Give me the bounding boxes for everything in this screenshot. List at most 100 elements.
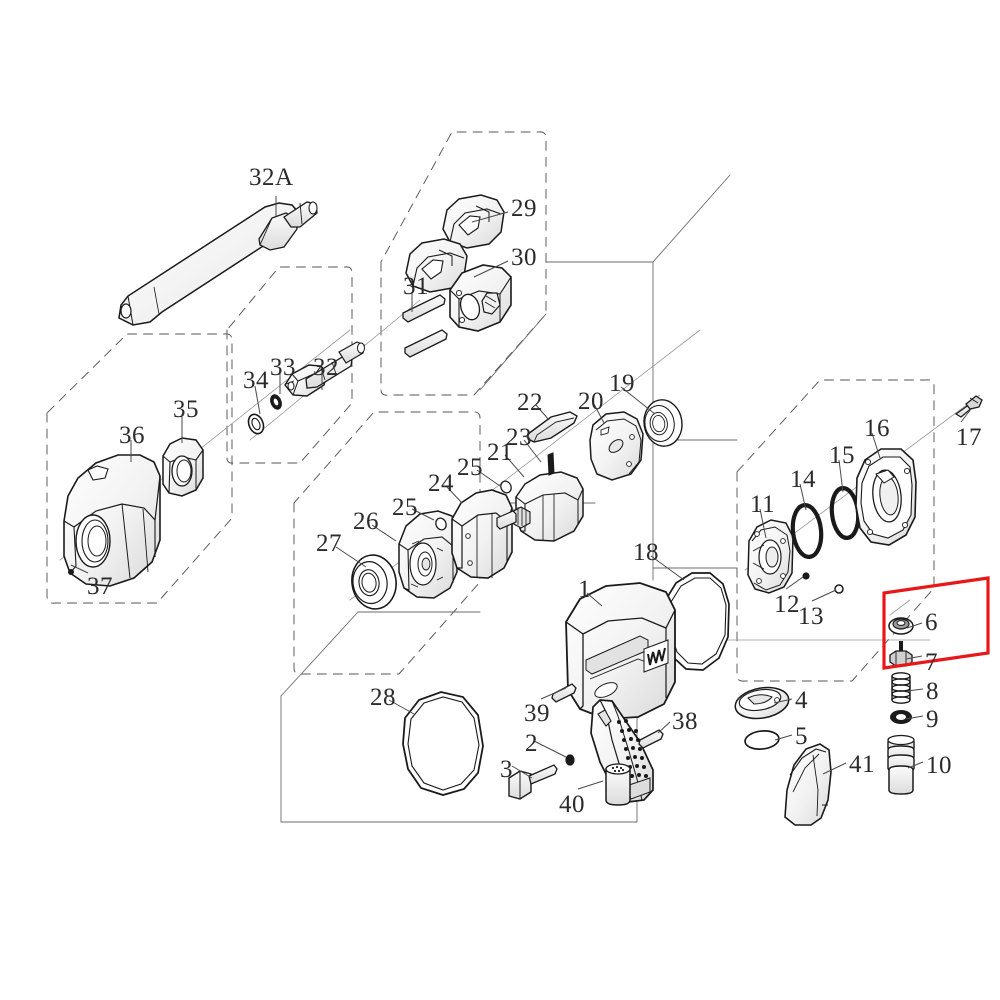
part-14-o-ring <box>790 503 824 559</box>
leader-line-24 <box>446 486 463 504</box>
part-21-rotor <box>496 471 584 542</box>
callout-label-39: 39 <box>524 700 550 727</box>
part-41-grip-cover <box>784 743 832 826</box>
part-31-hammer-pin-b <box>404 329 448 358</box>
callout-label-36: 36 <box>119 422 145 449</box>
callout-label-29: 29 <box>511 195 537 222</box>
part-12-ball <box>802 572 810 580</box>
callout-label-6: 6 <box>925 609 938 636</box>
leader-line-7 <box>905 655 923 660</box>
part-6-washer <box>888 617 914 635</box>
leader-line-6 <box>906 622 923 629</box>
leader-line-9 <box>905 715 924 720</box>
part-29-hammer-jaw-lower <box>405 238 468 293</box>
callout-label-2: 2 <box>525 730 538 757</box>
leader-line-37 <box>70 564 89 574</box>
leader-line-25b <box>476 469 501 487</box>
callout-label-11: 11 <box>750 491 776 518</box>
callout-label-5: 5 <box>795 723 808 750</box>
leader-line-18 <box>650 555 685 581</box>
leader-line-14 <box>799 483 807 511</box>
callout-label-27: 27 <box>316 530 342 557</box>
part-34-o-ring-small <box>247 413 265 435</box>
part-19-front-bearing <box>640 396 686 450</box>
part-25-dowel-pin-a <box>435 517 447 531</box>
part-30-hammer-frame <box>449 264 512 332</box>
leader-line-41 <box>822 762 847 775</box>
callout-label-38: 38 <box>672 708 698 735</box>
callout-label-16: 16 <box>864 415 890 442</box>
part-33-thrust-washer <box>270 394 282 410</box>
callout-label-28: 28 <box>370 684 396 711</box>
callout-label-31: 31 <box>403 273 429 300</box>
callout-label-32: 32 <box>313 354 339 381</box>
part-4-regulator-cover <box>734 686 790 720</box>
callout-label-33: 33 <box>270 354 296 381</box>
callout-label-8: 8 <box>926 678 939 705</box>
callout-label-21: 21 <box>487 439 513 466</box>
leader-line-15 <box>838 459 844 493</box>
group-boxes <box>46 131 935 682</box>
assembly-guide-lines <box>280 174 738 823</box>
part-8-valve-spring <box>891 672 911 704</box>
callout-label-9: 9 <box>926 706 939 733</box>
callout-label-23: 23 <box>506 424 532 451</box>
callout-label-17: 17 <box>956 424 982 451</box>
part-10-inlet-bushing <box>887 734 915 795</box>
part-27-rear-bearing <box>347 551 401 613</box>
part-28-housing-gasket <box>402 691 484 796</box>
part-24-cylinder <box>451 489 513 579</box>
callout-label-37: 37 <box>87 573 113 600</box>
leader-line-25a <box>411 508 435 521</box>
callout-label-18: 18 <box>633 539 659 566</box>
leader-line-30 <box>473 260 509 278</box>
leader-line-19 <box>620 386 656 415</box>
leader-line-11 <box>759 508 767 539</box>
callout-label-34: 34 <box>243 367 269 394</box>
callout-label-35: 35 <box>173 396 199 423</box>
part-22-rotor-blade <box>527 411 578 443</box>
part-7-valve-stem <box>889 641 913 667</box>
leader-line-23 <box>523 439 542 463</box>
callout-label-40: 40 <box>559 791 585 818</box>
callout-label-4: 4 <box>795 687 808 714</box>
part-40-muffler-element <box>605 763 631 806</box>
leader-line-17 <box>960 408 972 423</box>
leader-line-26 <box>371 524 397 542</box>
callout-label-24: 24 <box>428 470 454 497</box>
leader-line-2 <box>533 740 567 758</box>
callout-label-13: 13 <box>798 603 824 630</box>
callout-label-32A: 32A <box>249 164 294 191</box>
leader-line-10 <box>907 761 924 769</box>
part-32A-long-anvil-shaft <box>118 201 318 326</box>
leader-line-13 <box>811 589 837 602</box>
part-32-short-anvil <box>284 341 365 397</box>
leader-line-4 <box>773 698 793 704</box>
callout-label-25b: 25 <box>457 454 483 481</box>
callout-label-12: 12 <box>774 591 800 618</box>
part-38-roll-pin-lower <box>638 729 664 749</box>
leader-line-22 <box>535 404 550 421</box>
callout-label-1: 1 <box>578 576 591 603</box>
leader-line-12 <box>785 576 804 590</box>
part-39-roll-pin-upper <box>551 683 577 703</box>
callout-leader-lines <box>70 196 972 790</box>
part-2-detent-ball <box>565 754 575 766</box>
callout-label-3: 3 <box>500 756 513 783</box>
part-5-regulator-o-ring <box>744 730 780 750</box>
callout-label-41: 41 <box>849 751 875 778</box>
leader-line-1 <box>586 592 603 607</box>
part-17-cap-screw <box>954 395 983 418</box>
leader-line-29 <box>471 211 509 223</box>
leader-line-16 <box>871 432 881 459</box>
leader-line-5 <box>774 734 793 741</box>
leader-line-20 <box>593 403 605 424</box>
callout-label-7: 7 <box>925 649 938 676</box>
callout-label-30: 30 <box>511 244 537 271</box>
part-9-o-ring <box>890 710 912 724</box>
part-3-reverse-lever <box>508 764 558 800</box>
callout-label-22: 22 <box>517 389 543 416</box>
part-25-dowel-pin-b <box>500 480 512 494</box>
